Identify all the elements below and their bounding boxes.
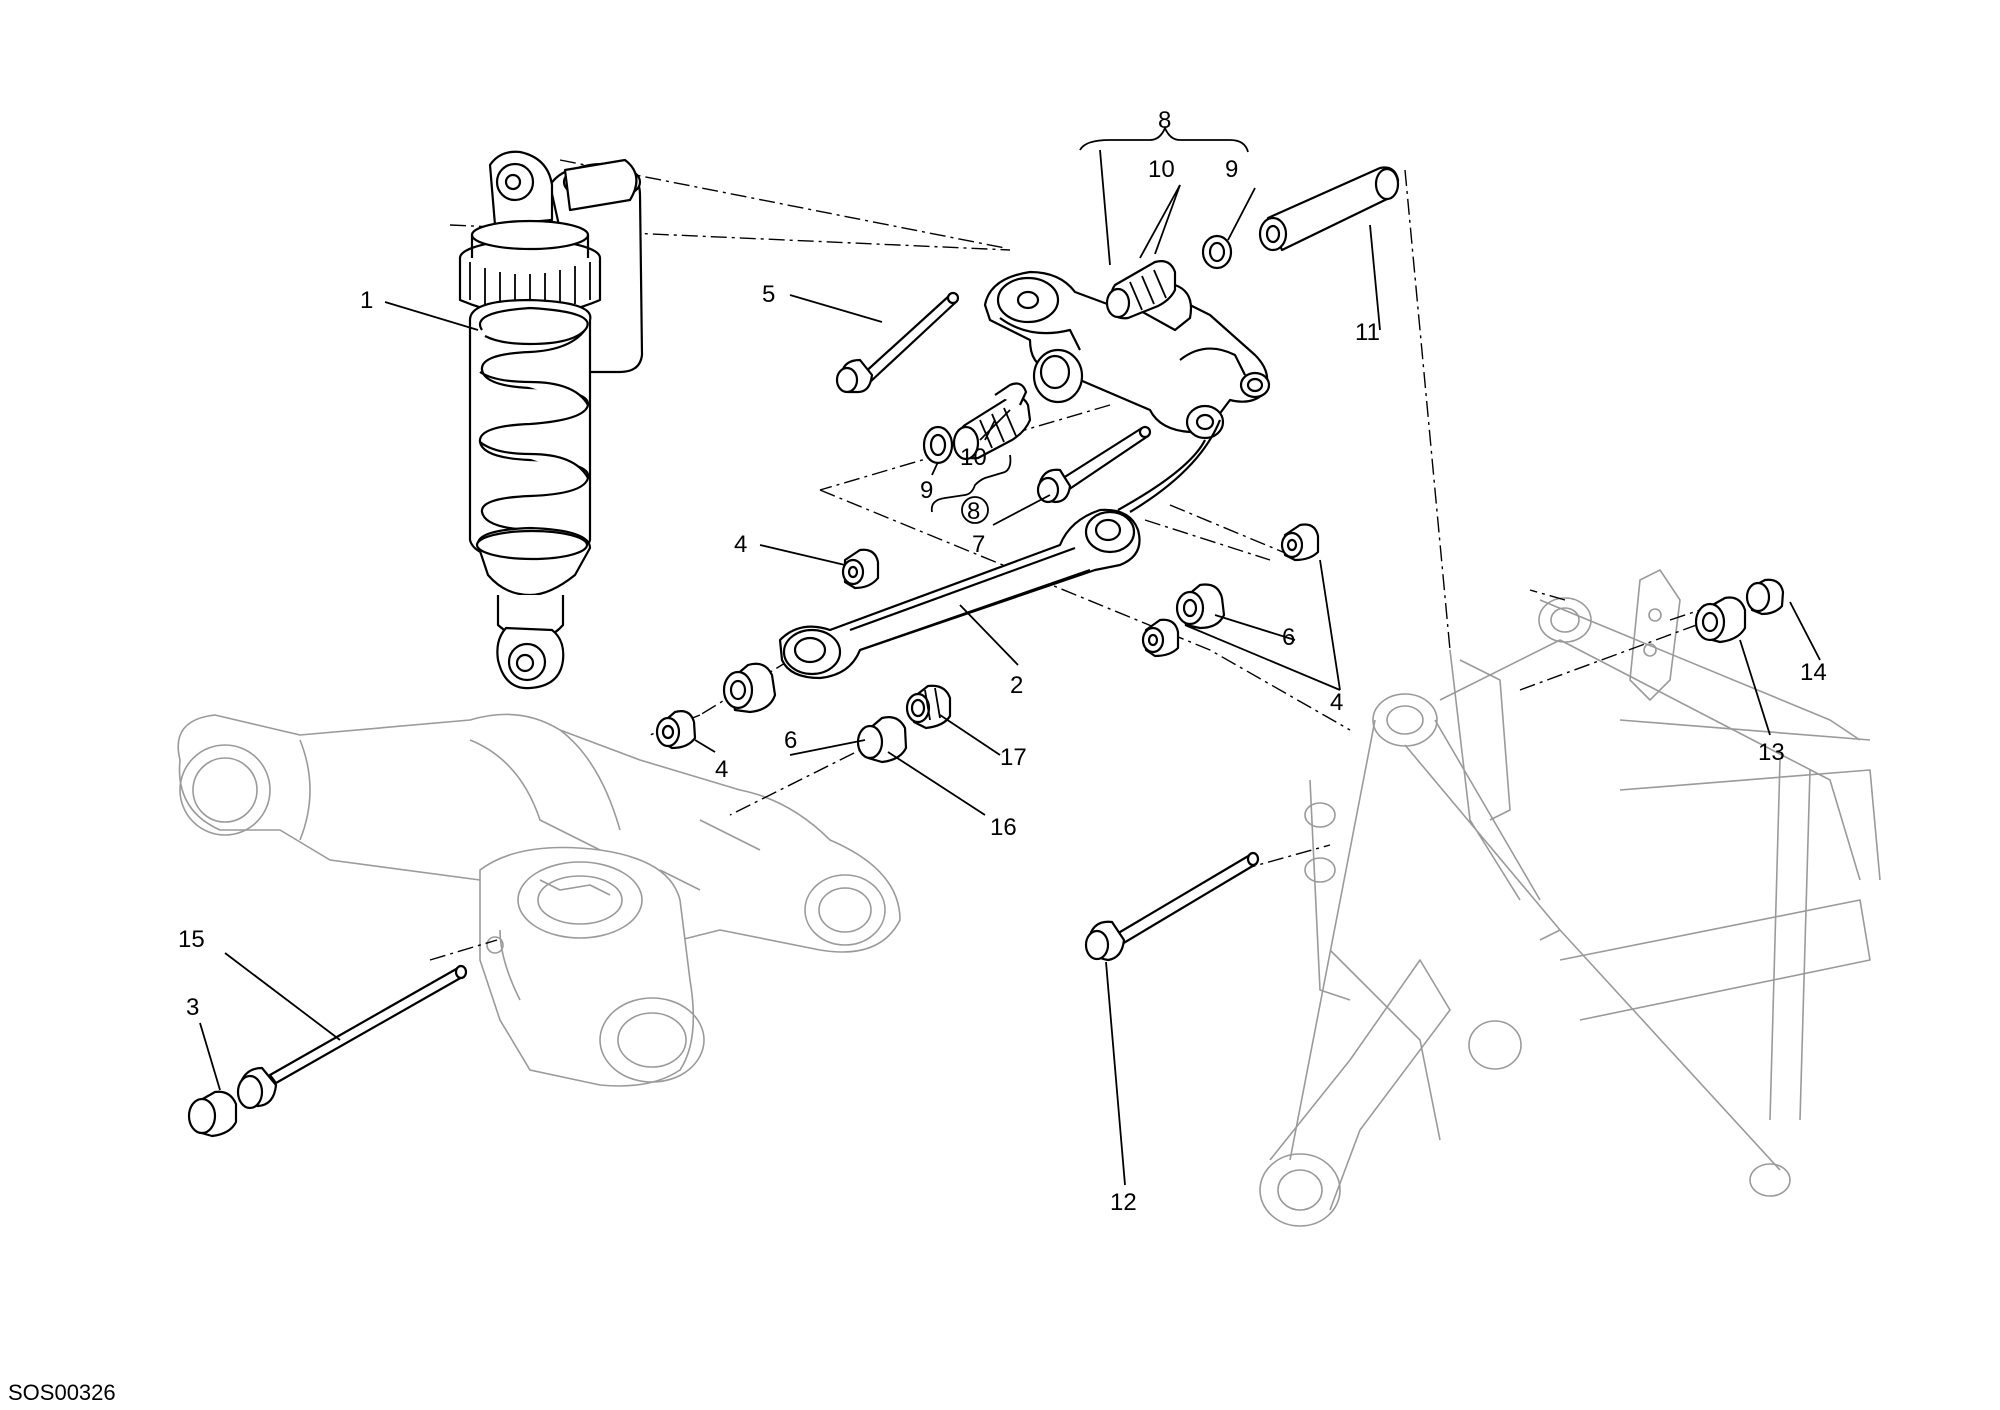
callout-6b: 6 bbox=[1282, 624, 1295, 651]
frame-ghost bbox=[1259, 569, 1881, 1227]
callout-8b: 8 bbox=[967, 498, 980, 525]
callout-4a: 4 bbox=[734, 531, 747, 558]
callout-11: 11 bbox=[1355, 319, 1380, 346]
bushing-4-right-upper bbox=[1280, 523, 1320, 562]
callout-6a: 6 bbox=[784, 727, 797, 754]
bushing-4-upper bbox=[841, 548, 880, 590]
rear-shock-absorber bbox=[458, 150, 644, 690]
callout-9b: 9 bbox=[920, 477, 933, 504]
washer-9-lower bbox=[922, 425, 954, 465]
bushing-4-left bbox=[655, 710, 697, 750]
needle-bearing-10-upper bbox=[1105, 260, 1177, 320]
sleeve-11 bbox=[1258, 166, 1400, 252]
callout-14: 14 bbox=[1800, 659, 1827, 686]
callout-10a: 10 bbox=[1148, 156, 1175, 183]
bolt-15 bbox=[236, 964, 468, 1110]
callout-17: 17 bbox=[1000, 744, 1027, 771]
callout-4b: 4 bbox=[715, 756, 728, 783]
callout-labels: 1 2 3 4 4 4 5 6 6 7 8 8 9 9 10 10 11 12 … bbox=[178, 107, 1827, 1216]
bushing-13 bbox=[1694, 596, 1747, 644]
callout-9a: 9 bbox=[1225, 156, 1238, 183]
callout-7: 7 bbox=[972, 531, 985, 558]
callout-16: 16 bbox=[990, 814, 1017, 841]
bolt-12 bbox=[1084, 851, 1260, 962]
callout-3: 3 bbox=[186, 994, 199, 1021]
end-cap-3 bbox=[187, 1090, 238, 1138]
bushing-4-right-lower bbox=[1141, 618, 1180, 658]
spacer-6-right bbox=[1175, 583, 1226, 630]
tie-rod bbox=[778, 419, 1222, 680]
callout-8a: 8 bbox=[1158, 107, 1171, 134]
washer-9-upper bbox=[1201, 234, 1233, 270]
callout-5: 5 bbox=[762, 281, 775, 308]
callout-leaders bbox=[199, 125, 1821, 1186]
callout-1: 1 bbox=[360, 287, 373, 314]
spacer-6-left bbox=[722, 662, 777, 714]
bushing-17 bbox=[905, 684, 952, 730]
cap-14 bbox=[1745, 578, 1785, 616]
callout-12: 12 bbox=[1110, 1189, 1137, 1216]
callout-4c: 4 bbox=[1330, 689, 1343, 716]
bolt-7 bbox=[1036, 425, 1152, 504]
spacer-16 bbox=[856, 716, 908, 764]
callout-10b: 10 bbox=[960, 444, 987, 471]
callout-2: 2 bbox=[1010, 672, 1023, 699]
callout-13: 13 bbox=[1758, 739, 1785, 766]
swingarm-ghost bbox=[177, 713, 901, 1087]
bolt-5 bbox=[835, 291, 960, 394]
drawing-code: SOS00326 bbox=[8, 1380, 116, 1405]
callout-15: 15 bbox=[178, 926, 205, 953]
